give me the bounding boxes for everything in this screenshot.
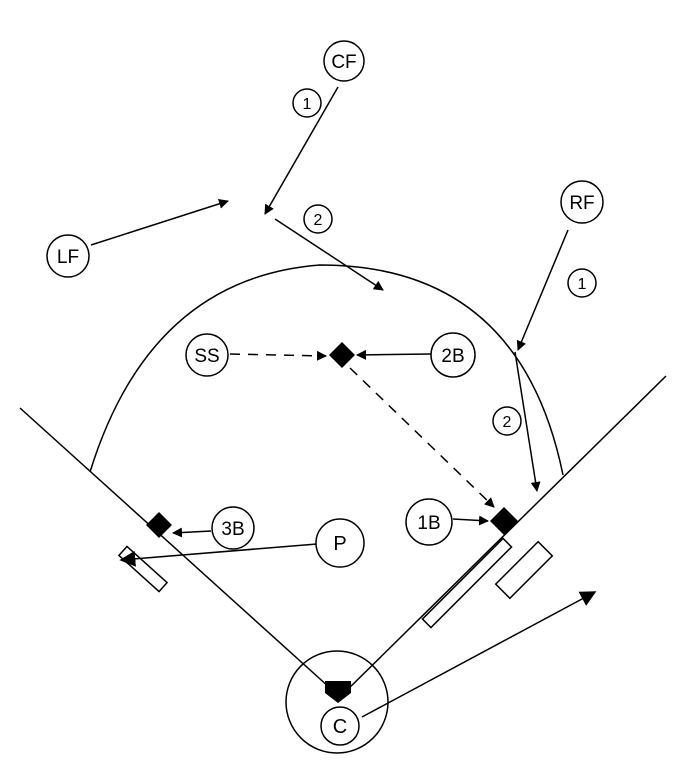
third-base-foul-line [19,407,341,698]
infield-arc [89,264,564,476]
player-ss-label: SS [194,346,219,367]
player-1b-label: 1B [417,513,440,534]
pitcher-arrow [119,543,318,567]
second-base-arrow [356,349,432,360]
second-to-first-arrow [349,367,495,508]
cf-step-1-number: 1 [303,96,312,113]
rf-arrow [516,229,569,351]
player-lf: LF [46,234,90,278]
player-p: P [315,518,365,568]
player-rf: RF [560,180,604,224]
rf-step-2-marker: 2 [492,406,522,436]
first-base-runner-lane [421,537,513,629]
player-3b-label: 3B [221,519,244,540]
home-plate-circle [285,650,389,754]
player-2b: 2B [430,332,476,378]
cf-step-1-marker: 1 [292,88,322,118]
cf-step-2-number: 2 [314,212,323,229]
lf-arrow [90,198,229,246]
player-cf-label: CF [331,52,356,73]
player-rf-label: RF [569,193,594,214]
catcher-arrow [361,591,597,718]
cf-step-2-arrow [274,218,384,291]
home-plate [325,681,351,703]
rf-step-1-marker: 1 [567,268,597,298]
player-lf-label: LF [57,247,79,268]
player-2b-label: 2B [441,346,464,367]
second-base [329,342,355,368]
first-base-foul-line [339,375,667,698]
first-base [490,507,518,535]
third-base-coach-box [117,545,169,593]
player-1b: 1B [405,498,453,546]
first-base-coach-box [494,540,554,600]
player-3b: 3B [211,506,255,550]
ss-arrow [229,350,327,361]
cf-step-2-marker: 2 [303,204,333,234]
player-cf: CF [323,40,365,82]
cf-arrow [264,86,339,215]
player-ss: SS [185,333,229,377]
player-c-label: C [333,716,347,738]
player-p-label: P [333,533,346,555]
rf-step-2-arrow [514,351,541,492]
rf-step-2-number: 2 [503,414,512,431]
player-c: C [320,706,360,746]
third-base [146,512,172,538]
first-base-arrow [452,515,489,526]
rf-step-1-number: 1 [578,276,587,293]
third-base-arrow [172,527,212,538]
